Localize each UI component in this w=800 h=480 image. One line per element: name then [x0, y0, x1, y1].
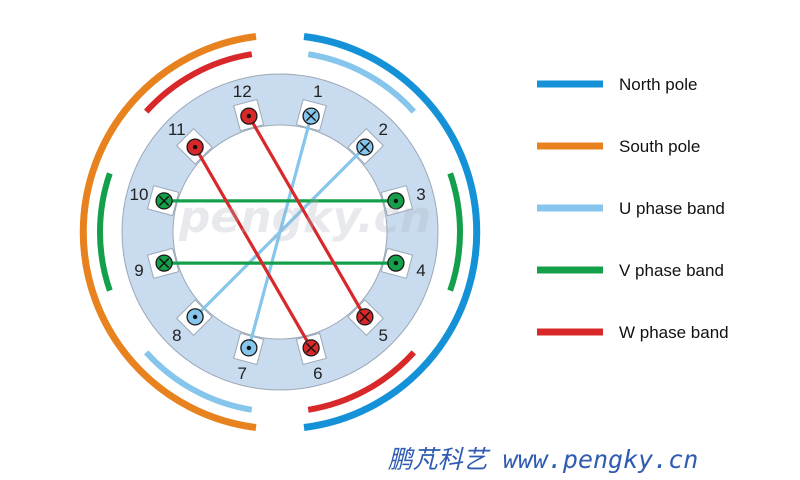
- current-in-cross-icon: [305, 110, 317, 122]
- current-out-dot-icon: [246, 345, 252, 351]
- legend-label: W phase band: [619, 323, 729, 342]
- current-out-dot-icon: [192, 314, 198, 320]
- current-in-cross-icon: [305, 342, 317, 354]
- footer-credit: 鹏芃科艺 www.pengky.cn: [388, 445, 699, 474]
- v-phase-band-arc-left: [97, 172, 113, 292]
- watermark: pengky.cn: [178, 192, 431, 243]
- slot-number-9: 9: [134, 261, 143, 280]
- current-out-dot-icon: [192, 144, 198, 150]
- slot-number-3: 3: [416, 185, 425, 204]
- current-in-cross-icon: [359, 142, 370, 153]
- coil-u-2-8: [193, 145, 367, 319]
- slot-number-11: 11: [168, 120, 186, 139]
- current-in-cross-icon: [158, 195, 170, 207]
- legend-item: V phase band: [537, 261, 724, 280]
- north-pole-arc: [303, 33, 481, 431]
- slot-number-2: 2: [378, 120, 387, 139]
- legend-label: V phase band: [619, 261, 724, 280]
- slot-number-6: 6: [313, 364, 322, 383]
- legend-label: South pole: [619, 137, 700, 156]
- coil-w-5-12: [247, 114, 367, 319]
- u-phase-band-arc-top: [307, 51, 417, 114]
- v-phase-band-arc-right: [447, 172, 463, 292]
- conductor-12-out: [240, 107, 258, 125]
- conductor-4-out: [387, 254, 405, 272]
- slot-number-7: 7: [237, 364, 246, 383]
- conductor-6-in: [302, 339, 320, 357]
- slot-number-8: 8: [172, 326, 181, 345]
- coil-connections: [162, 114, 398, 350]
- w-phase-band-arc-bottom: [307, 350, 417, 413]
- slot-number-12: 12: [233, 82, 252, 101]
- coil-w-6-11: [193, 145, 313, 350]
- legend-item: South pole: [537, 137, 700, 156]
- slot-conductors: [155, 107, 405, 357]
- slot-number-5: 5: [378, 326, 387, 345]
- conductor-5-in: [356, 308, 374, 326]
- slot-number-10: 10: [130, 185, 149, 204]
- legend-label: U phase band: [619, 199, 725, 218]
- w-phase-band-arc-top: [143, 51, 253, 114]
- conductor-3-out: [387, 192, 405, 210]
- legend-item: U phase band: [537, 199, 725, 218]
- conductor-7-out: [240, 339, 258, 357]
- conductor-11-out: [186, 138, 204, 156]
- current-out-dot-icon: [393, 260, 399, 266]
- slot-number-4: 4: [416, 261, 425, 280]
- current-in-cross-icon: [158, 257, 170, 269]
- slot-number-1: 1: [313, 82, 322, 101]
- conductor-1-in: [302, 107, 320, 125]
- legend-item: W phase band: [537, 323, 729, 342]
- conductor-2-in: [356, 138, 374, 156]
- conductor-8-out: [186, 308, 204, 326]
- legend-label: North pole: [619, 75, 697, 94]
- pole-and-phase-arcs: [79, 33, 481, 431]
- u-phase-band-arc-bottom: [143, 350, 253, 413]
- south-pole-arc: [79, 33, 257, 431]
- conductor-10-in: [155, 192, 173, 210]
- current-in-cross-icon: [359, 311, 370, 322]
- current-out-dot-icon: [246, 113, 252, 119]
- conductor-9-in: [155, 254, 173, 272]
- current-out-dot-icon: [393, 198, 399, 204]
- legend-item: North pole: [537, 75, 697, 94]
